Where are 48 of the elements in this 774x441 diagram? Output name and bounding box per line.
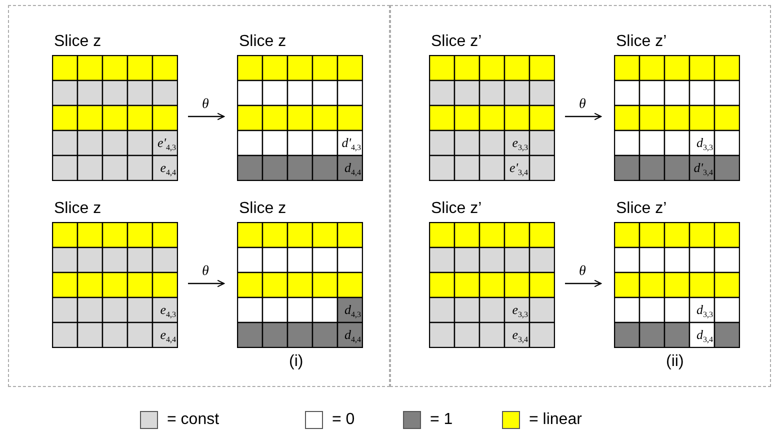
slice-grid [429,200,554,347]
slice-title: Slice z’ [431,200,482,218]
cell-label: e$_{4,3}$ [160,303,176,321]
arrow [565,280,602,288]
cell-label: e$_{3,3}$ [512,303,528,321]
slice-title: Slice z’ [616,33,667,51]
slice-grid [614,33,739,180]
cell-label: e$_{4,4}$ [160,328,176,346]
slice-grid [429,33,554,180]
slice-title: Slice z [54,200,102,218]
slice-title: Slice z’ [616,200,667,218]
edge-label: θ [578,96,587,112]
legend-label: = 0 [332,411,355,429]
arrow [188,280,225,288]
cell-label: d$_{4,3}$ [344,303,361,321]
arrow [565,112,602,120]
arrow [188,112,225,120]
cell-label: e'$_{3,4}$ [509,161,528,179]
slice-title: Slice z [54,33,102,51]
edge-label: θ [201,96,210,112]
slice-title: Slice z’ [431,33,482,51]
legend-label: = linear [529,411,582,429]
slice-grid [237,200,362,347]
slice-title: Slice z [239,33,286,51]
slice-grid [614,200,739,347]
cell-label: d'$_{3,4}$ [694,161,713,179]
slice-grid [52,33,177,180]
legend-label: = const [167,411,220,429]
legend-label: = 1 [430,411,453,429]
panel-caption: (i) [289,353,304,371]
dashed-panel [390,5,771,387]
cell-label: d$_{3,3}$ [696,136,713,154]
slice-title: Slice z [239,200,286,218]
cell-label: d$_{4,4}$ [344,161,361,179]
dashed-panel [8,5,390,387]
cell-label: e$_{4,4}$ [160,161,176,179]
edge-label: θ [201,264,210,278]
cell-label: d$_{3,3}$ [696,303,713,321]
slice-grid [237,33,362,180]
panel-caption: (ii) [666,353,684,371]
slice-grid [52,200,177,347]
cell-label: d$_{3,4}$ [696,328,713,346]
cell-label: d'$_{4,3}$ [342,136,361,154]
edge-label: θ [578,264,587,278]
cell-label: e$_{3,4}$ [512,328,528,346]
cell-label: e$_{3,3}$ [512,136,528,154]
cell-label: d$_{4,4}$ [344,328,361,346]
cell-label: e'$_{4,3}$ [157,136,176,154]
